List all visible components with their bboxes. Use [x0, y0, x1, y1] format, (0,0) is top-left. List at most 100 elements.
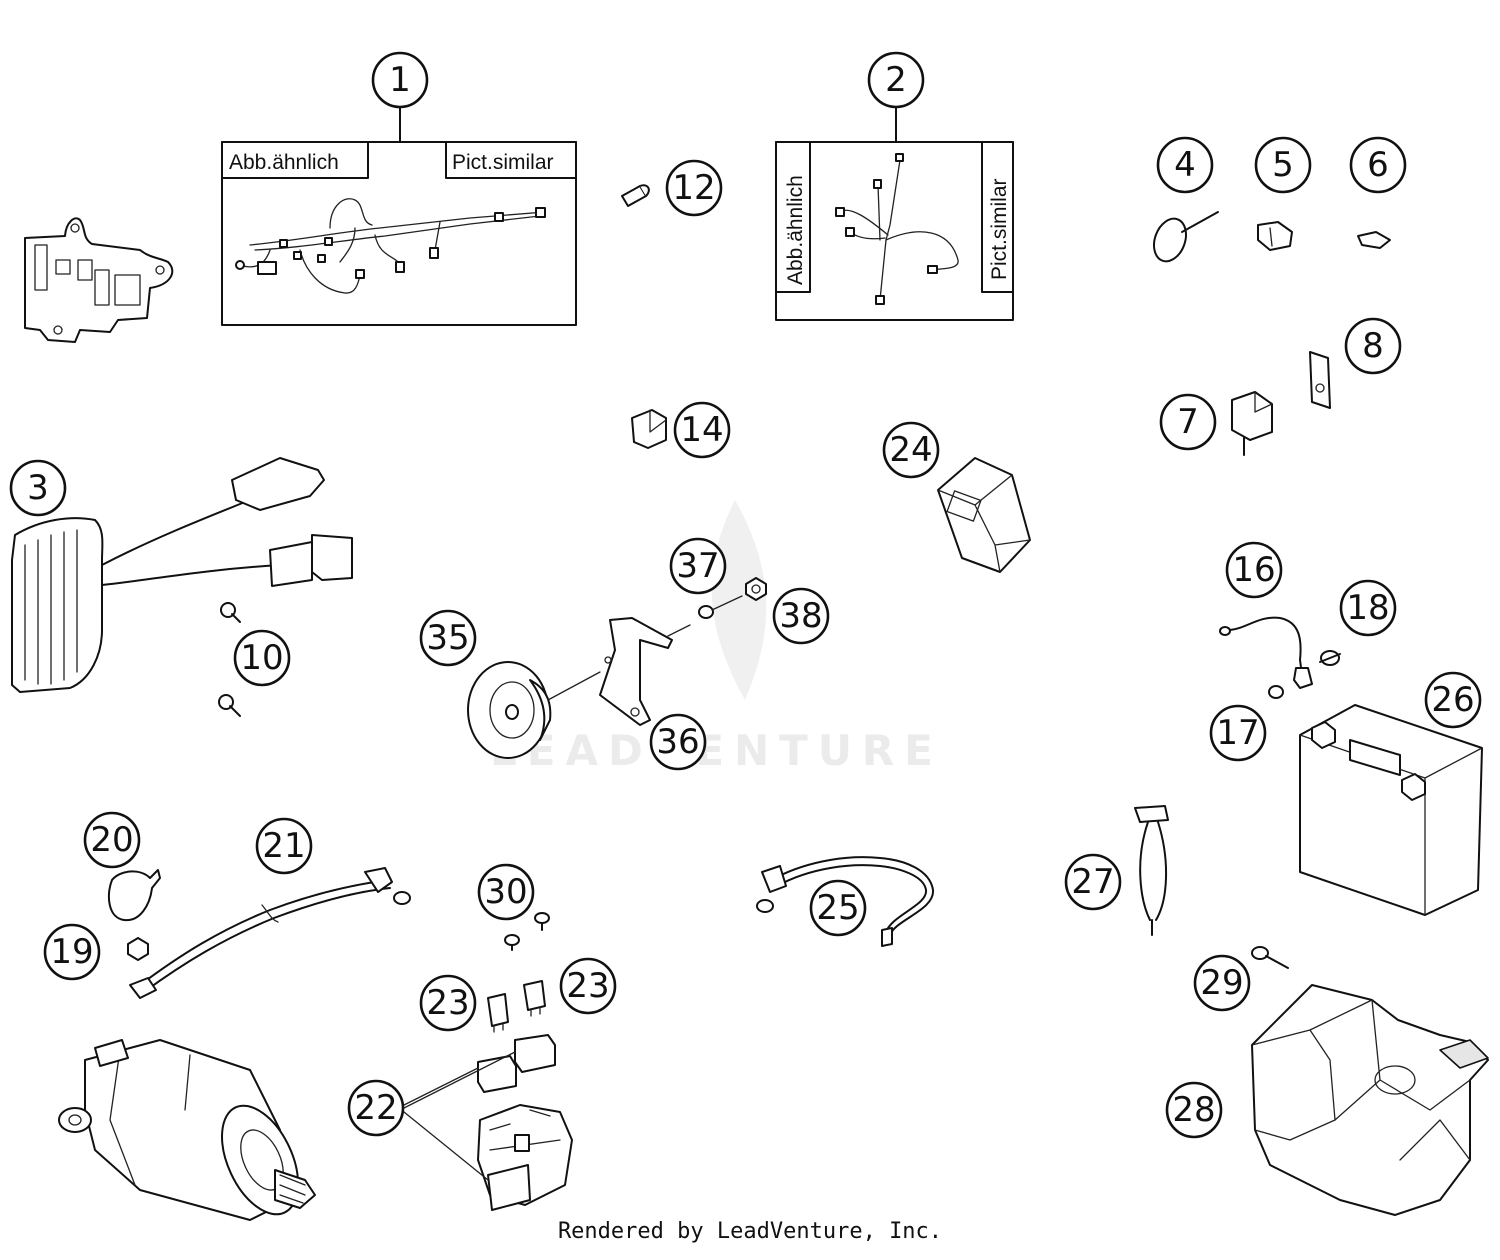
svg-text:23: 23	[426, 983, 469, 1023]
cable-tie-drawing	[1153, 211, 1219, 263]
callout-16: 16	[1225, 541, 1283, 599]
box2-label-de: Abb.ähnlich	[784, 175, 807, 285]
svg-text:36: 36	[656, 722, 699, 762]
svg-text:3: 3	[27, 468, 49, 508]
callout-18: 18	[1339, 579, 1397, 637]
callout-23-left: 23	[419, 974, 477, 1032]
plate-8-drawing	[1309, 351, 1331, 409]
small-harness-drawing	[835, 153, 959, 305]
callout-28: 28	[1165, 1081, 1223, 1139]
callout-22: 22	[347, 1079, 405, 1137]
callout-6: 6	[1349, 136, 1407, 194]
svg-text:5: 5	[1272, 145, 1294, 185]
svg-text:7: 7	[1177, 402, 1199, 442]
footer-credit: Rendered by LeadVenture, Inc.	[557, 1219, 943, 1244]
svg-text:18: 18	[1346, 588, 1389, 628]
callout-25: 25	[809, 879, 867, 937]
starter-relay-drawing	[477, 1034, 573, 1211]
wiring-harness-drawing	[235, 198, 546, 294]
svg-text:24: 24	[889, 430, 932, 470]
nut-19-drawing	[127, 937, 149, 961]
svg-text:37: 37	[676, 546, 719, 586]
svg-text:2: 2	[885, 60, 907, 100]
battery-holder-drawing	[1251, 984, 1489, 1216]
svg-text:8: 8	[1362, 326, 1384, 366]
bolt-18-drawing	[1319, 650, 1341, 666]
callout-1: 1	[371, 51, 429, 109]
watermark-text: LEADVENTURE	[490, 726, 943, 775]
svg-text:16: 16	[1232, 550, 1275, 590]
callout-21: 21	[255, 817, 313, 875]
harness-box-1: Abb.ähnlich Pict.similar	[221, 107, 577, 326]
watermark: LEADVENTURE	[490, 500, 943, 775]
svg-text:28: 28	[1172, 1090, 1215, 1130]
callout-12: 12	[665, 159, 723, 217]
connector-12-drawing	[621, 184, 650, 207]
callout-17: 17	[1209, 704, 1267, 762]
connector-14-drawing	[631, 409, 667, 449]
horn-bracket-drawing	[599, 617, 691, 726]
screws-10-drawing	[218, 602, 241, 717]
control-unit-24-drawing	[937, 457, 1031, 573]
callout-3: 3	[9, 459, 67, 517]
clip-5-drawing	[1257, 221, 1293, 251]
svg-text:27: 27	[1071, 862, 1114, 902]
svg-text:29: 29	[1200, 963, 1243, 1003]
callout-5: 5	[1254, 136, 1312, 194]
washer-17-drawing	[1268, 685, 1284, 699]
svg-text:21: 21	[262, 826, 305, 866]
ground-cable-drawing	[1219, 616, 1313, 689]
callout-10: 10	[233, 629, 291, 687]
svg-text:35: 35	[426, 618, 469, 658]
starter-motor-drawing	[58, 1039, 316, 1221]
callout-19: 19	[43, 923, 101, 981]
battery-cable-25-drawing	[756, 856, 935, 947]
screws-30-drawing	[504, 912, 550, 951]
callout-38: 38	[772, 587, 830, 645]
horn-drawing	[467, 661, 601, 759]
mounting-bracket-drawing	[24, 217, 174, 343]
svg-text:19: 19	[50, 932, 93, 972]
svg-text:26: 26	[1431, 680, 1474, 720]
starter-cable-21-drawing	[129, 867, 411, 999]
screw-29-drawing	[1251, 946, 1289, 969]
box1-label-de: Abb.ähnlich	[229, 151, 339, 174]
box1-label-en: Pict.similar	[452, 151, 554, 174]
callout-27: 27	[1064, 853, 1122, 911]
terminal-cap-drawing	[107, 869, 161, 922]
callout-8: 8	[1344, 317, 1402, 375]
svg-text:20: 20	[90, 820, 133, 860]
washer-37-drawing	[698, 595, 743, 619]
callout-2: 2	[867, 51, 925, 109]
svg-text:1: 1	[389, 60, 411, 100]
battery-strap-drawing	[1134, 805, 1169, 936]
fuses-23-drawing	[487, 980, 546, 1033]
relay-7-drawing	[1231, 391, 1273, 456]
callout-29: 29	[1193, 954, 1251, 1012]
svg-text:10: 10	[240, 638, 283, 678]
battery-drawing	[1299, 704, 1483, 916]
harness-box-2: Abb.ähnlich Pict.similar	[775, 105, 1014, 321]
leader-lines	[403, 1051, 516, 1181]
svg-text:14: 14	[680, 410, 723, 450]
callout-23-right: 23	[559, 957, 617, 1015]
svg-text:12: 12	[672, 168, 715, 208]
nut-38-drawing	[745, 577, 767, 601]
svg-text:38: 38	[779, 596, 822, 636]
box2-label-en: Pict.similar	[988, 178, 1011, 280]
svg-text:23: 23	[566, 966, 609, 1006]
callout-30: 30	[477, 863, 535, 921]
svg-text:4: 4	[1174, 145, 1196, 185]
clip-6-drawing	[1357, 231, 1391, 249]
callout-4: 4	[1156, 136, 1214, 194]
callout-35: 35	[419, 609, 477, 667]
svg-text:30: 30	[484, 872, 527, 912]
svg-text:17: 17	[1216, 713, 1259, 753]
callout-7: 7	[1159, 393, 1217, 451]
callout-36: 36	[649, 713, 707, 771]
svg-text:25: 25	[816, 888, 859, 928]
callout-24: 24	[882, 421, 940, 479]
svg-text:6: 6	[1367, 145, 1389, 185]
callout-20: 20	[83, 811, 141, 869]
